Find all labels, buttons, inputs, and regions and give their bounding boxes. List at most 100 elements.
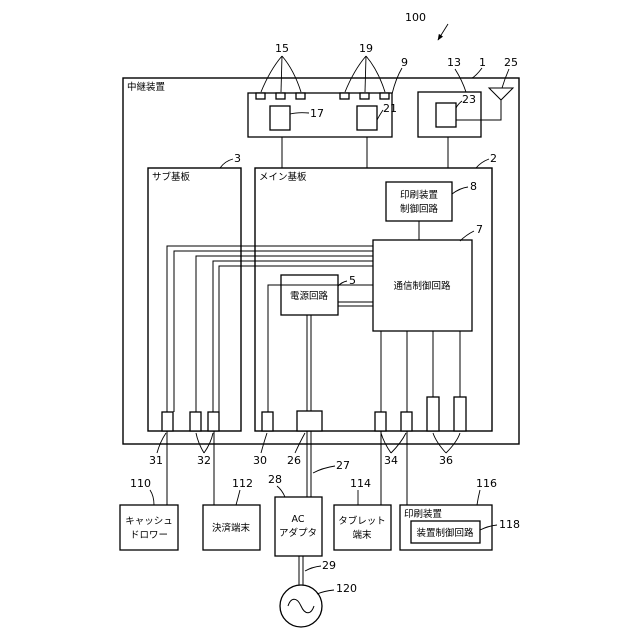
cash-drawer-text-1: キャッシュ: [125, 516, 173, 527]
ref-29-lead: [305, 566, 321, 571]
port-19b: [360, 93, 369, 99]
ref-2: 2: [490, 152, 497, 165]
ref-8-lead: [452, 187, 468, 194]
tablet-terminal-text-2: 端末: [352, 529, 372, 541]
ref-100-arrow: [438, 24, 448, 40]
ref-1: 1: [479, 56, 486, 69]
sub-board: [148, 168, 241, 431]
connector-32b: [208, 412, 219, 431]
ref-19: 19: [359, 42, 373, 55]
connector-36b: [454, 397, 466, 431]
print-control-circuit: [386, 182, 452, 221]
ref-116: 116: [476, 477, 497, 490]
ref-17: 17: [310, 107, 324, 120]
ref-36-lead-a: [433, 433, 446, 453]
port-19c: [380, 93, 389, 99]
ref-9-lead: [392, 68, 402, 94]
ref-114: 114: [350, 477, 371, 490]
connector-30: [262, 412, 273, 431]
ref-116-lead: [477, 490, 480, 505]
ref-32-lead-a: [196, 433, 204, 453]
ref-13: 13: [447, 56, 461, 69]
ref-27-lead: [313, 466, 335, 473]
ref-120-lead: [317, 590, 334, 594]
chip-21: [357, 106, 377, 130]
ref-28: 28: [268, 473, 282, 486]
bus-31-b: [174, 251, 373, 412]
ac-adapter: [275, 497, 322, 556]
main-board-label: メイン基板: [259, 171, 307, 183]
ref-26-lead: [295, 433, 305, 453]
connector-34a: [375, 412, 386, 431]
ref-110: 110: [130, 477, 151, 490]
connector-26: [297, 411, 322, 431]
device-control-text: 装置制御回路: [416, 527, 474, 539]
ref-32: 32: [197, 454, 211, 467]
port-15b: [276, 93, 285, 99]
chip-17: [270, 106, 290, 130]
ref-19-lead-a: [345, 56, 366, 92]
ref-29: 29: [322, 559, 336, 572]
cash-drawer: [120, 505, 178, 550]
ref-1-lead: [472, 68, 482, 78]
ref-23: 23: [462, 93, 476, 106]
ref-15-lead-c: [282, 56, 301, 92]
ac-adapter-text-2: アダプタ: [279, 527, 317, 539]
print-control-text-1: 印刷装置: [400, 189, 438, 201]
sub-board-label: サブ基板: [152, 171, 191, 183]
ref-5: 5: [349, 274, 356, 287]
ref-8: 8: [470, 180, 477, 193]
ref-25: 25: [504, 56, 518, 69]
comm-control-text: 通信制御回路: [393, 280, 451, 292]
ref-100: 100: [405, 11, 426, 24]
ref-7: 7: [476, 223, 483, 236]
ref-34: 34: [384, 454, 398, 467]
tablet-terminal: [334, 505, 391, 550]
tablet-terminal-text-1: タブレット: [338, 515, 386, 527]
power-circuit-text: 電源回路: [290, 290, 329, 302]
port-15a: [256, 93, 265, 99]
ref-19-lead-c: [366, 56, 385, 92]
printer-device-text: 印刷装置: [404, 508, 442, 520]
antenna-icon: [489, 88, 513, 100]
ref-3: 3: [234, 152, 241, 165]
port-15c: [296, 93, 305, 99]
ref-27: 27: [336, 459, 350, 472]
ref-110-lead: [150, 490, 154, 505]
cash-drawer-text-2: ドロワー: [130, 530, 168, 541]
relay-device-label: 中継装置: [127, 81, 165, 93]
ref-19-lead-b: [365, 56, 366, 92]
ac-adapter-text-1: AC: [292, 514, 305, 525]
payment-terminal-text: 決済端末: [212, 522, 251, 534]
ref-3-lead: [220, 159, 233, 168]
ref-28-lead: [277, 486, 285, 497]
bus-31-a: [167, 246, 373, 412]
ref-31-lead: [157, 433, 166, 453]
ref-34-lead-b: [391, 433, 406, 453]
ref-21: 21: [383, 102, 397, 115]
ref-118: 118: [499, 518, 520, 531]
connector-32a: [190, 412, 201, 431]
ref-15-lead-b: [281, 56, 282, 92]
port-19a: [340, 93, 349, 99]
ref-36-lead-b: [446, 433, 460, 453]
ref-112-lead: [236, 490, 240, 505]
ref-13-lead: [455, 69, 466, 92]
ref-31: 31: [149, 454, 163, 467]
ref-30: 30: [253, 454, 267, 467]
ref-36: 36: [439, 454, 453, 467]
ref-26: 26: [287, 454, 301, 467]
ref-15-lead-a: [261, 56, 282, 92]
print-control-text-2: 制御回路: [400, 203, 439, 215]
ref-112: 112: [232, 477, 253, 490]
ref-15: 15: [275, 42, 289, 55]
ref-9: 9: [401, 56, 408, 69]
ref-120: 120: [336, 582, 357, 595]
connector-36a: [427, 397, 439, 431]
ref-30-lead: [261, 433, 267, 453]
connector-34b: [401, 412, 412, 431]
ref-2-lead: [476, 159, 489, 168]
ref-34-lead-a: [381, 433, 391, 453]
chip-23: [436, 103, 456, 127]
